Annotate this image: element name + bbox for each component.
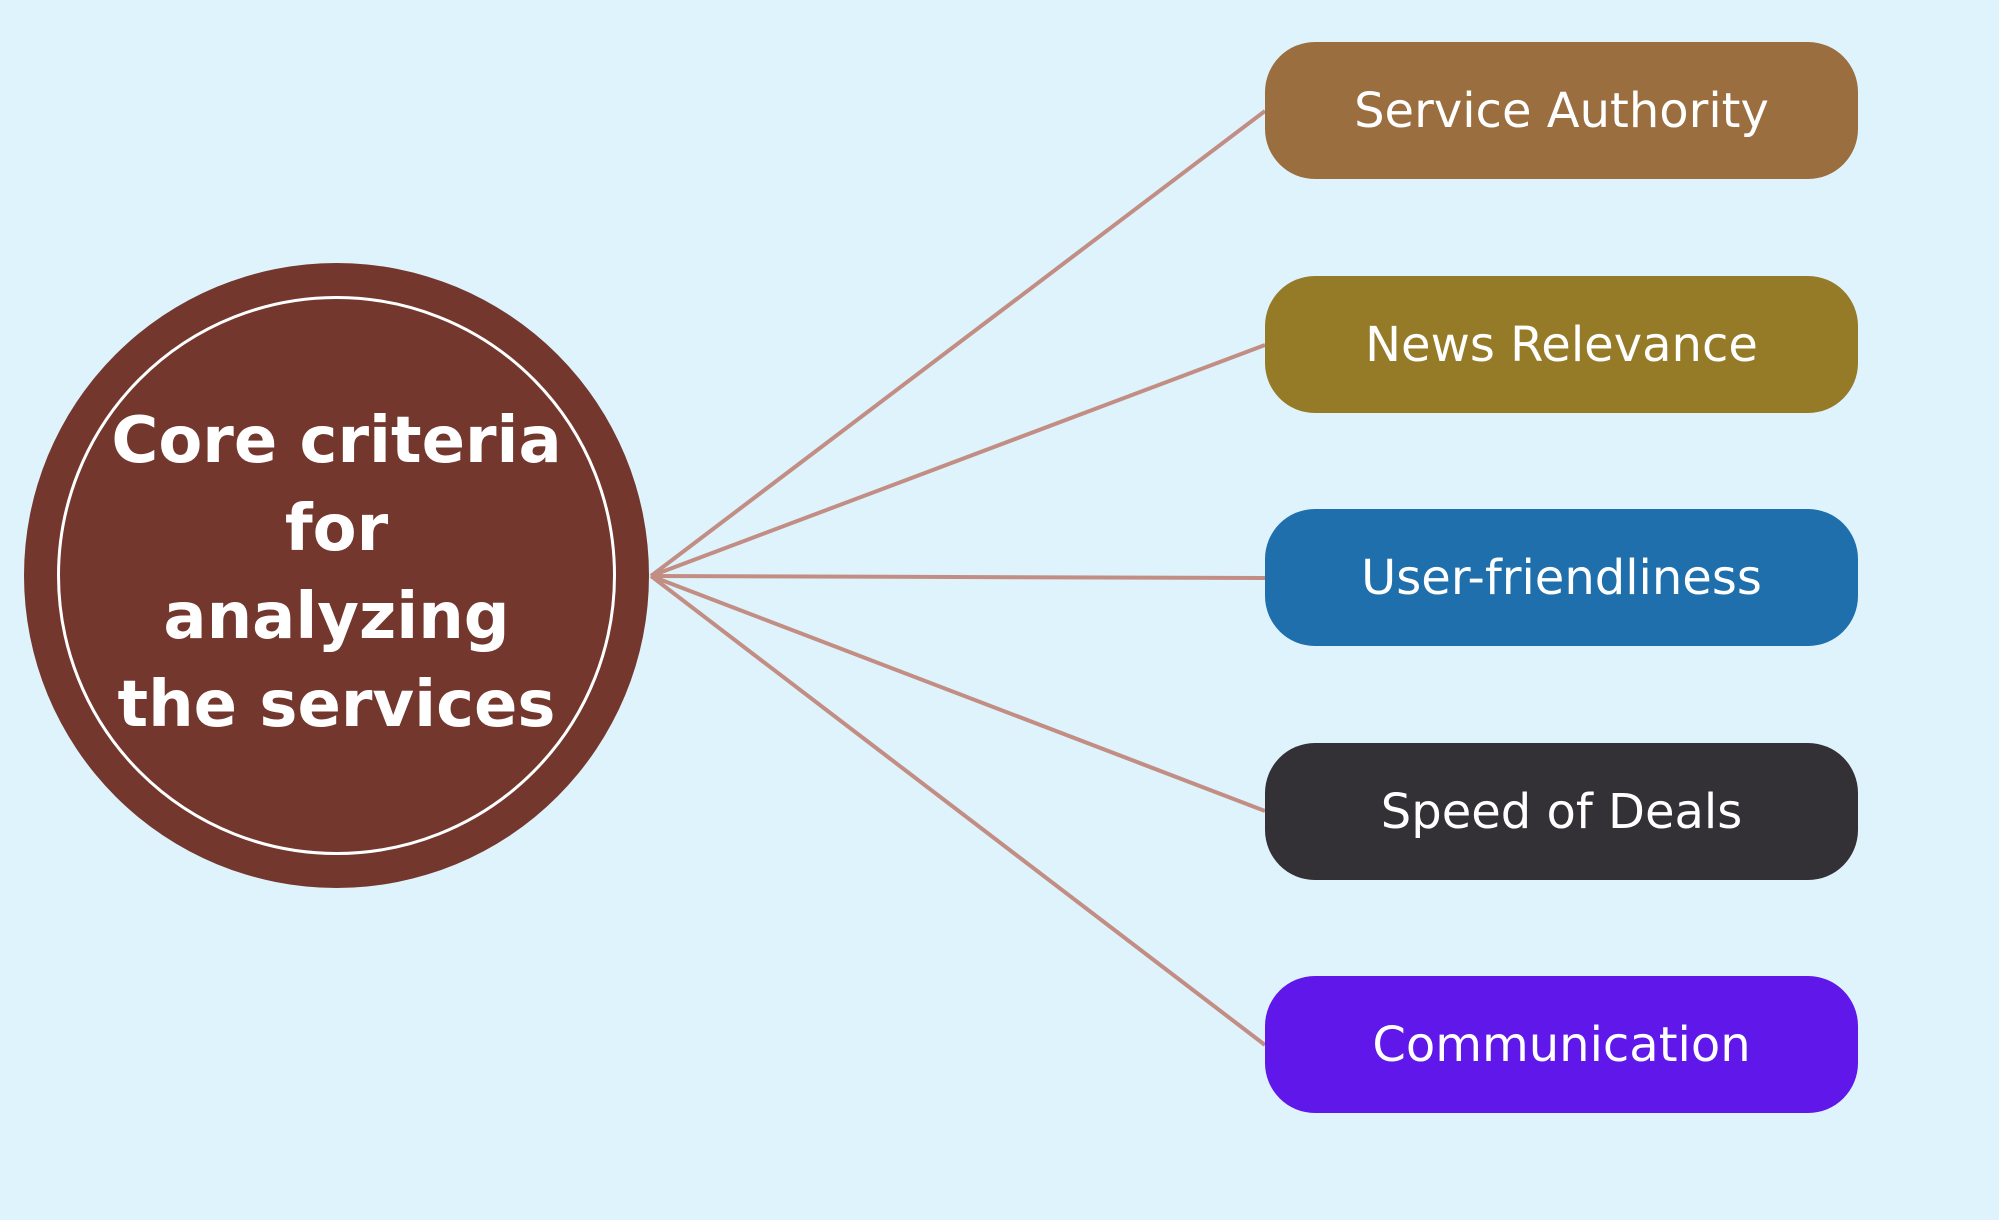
node-label: Service Authority xyxy=(1354,82,1769,139)
connector-news-relevance xyxy=(650,343,1266,578)
node-label: Communication xyxy=(1372,1016,1751,1073)
node-speed-of-deals: Speed of Deals xyxy=(1265,743,1858,880)
hub-title: Core criteria for analyzing the services xyxy=(111,403,562,742)
node-label: Speed of Deals xyxy=(1380,783,1743,840)
node-label: News Relevance xyxy=(1365,316,1758,373)
connector-user-friendliness xyxy=(650,574,1266,580)
connector-speed-of-deals xyxy=(650,574,1266,813)
node-service-authority: Service Authority xyxy=(1265,42,1858,179)
hub-inner-ring: Core criteria for analyzing the services xyxy=(57,296,616,855)
node-label: User-friendliness xyxy=(1361,549,1762,606)
node-news-relevance: News Relevance xyxy=(1265,276,1858,413)
node-communication: Communication xyxy=(1265,976,1858,1113)
connector-service-authority xyxy=(649,109,1267,578)
connector-communication xyxy=(649,574,1267,1047)
central-hub-circle: Core criteria for analyzing the services xyxy=(24,263,649,888)
node-user-friendliness: User-friendliness xyxy=(1265,509,1858,646)
